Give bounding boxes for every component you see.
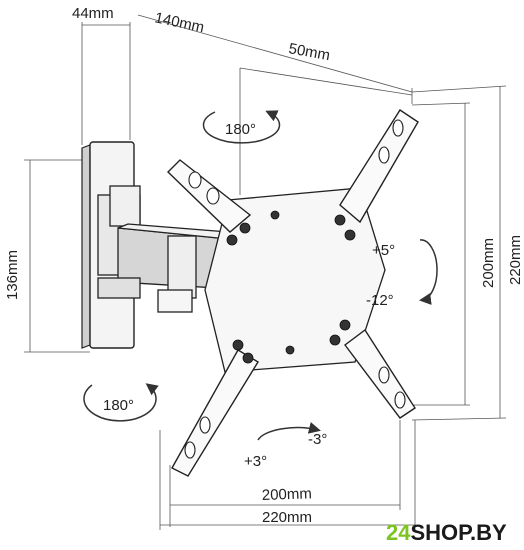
dim-plate-offset: 50mm [287, 40, 331, 64]
brand-logo-number: 24 [386, 520, 411, 545]
dim-vesa-w-inner: 200mm [262, 485, 313, 504]
dimension-lines [24, 14, 507, 530]
brand-logo: 24SHOP.BY [386, 520, 507, 545]
angle-tilt-down: -12° [366, 292, 394, 309]
dim-wall-height: 136mm [4, 250, 21, 300]
angle-left-swivel: 180° [103, 397, 134, 414]
vesa-bracket [167, 109, 419, 477]
brand-logo-text: SHOP.BY [410, 520, 507, 545]
dim-depth-top: 44mm [72, 5, 114, 22]
swing-arm [97, 185, 231, 313]
dim-vesa-w-outer: 220mm [262, 509, 312, 526]
rotation-arrows [83, 110, 438, 441]
angle-tilt-up: +5° [372, 242, 395, 259]
angle-top-swivel: 180° [225, 121, 256, 138]
angle-rotate-minus: -3° [308, 431, 327, 448]
dim-vesa-h-inner: 200mm [480, 238, 497, 288]
dim-vesa-h-outer: 220mm [507, 235, 524, 285]
angle-rotate-plus: +3° [244, 453, 267, 470]
dim-arm-length: 140mm [153, 9, 205, 36]
